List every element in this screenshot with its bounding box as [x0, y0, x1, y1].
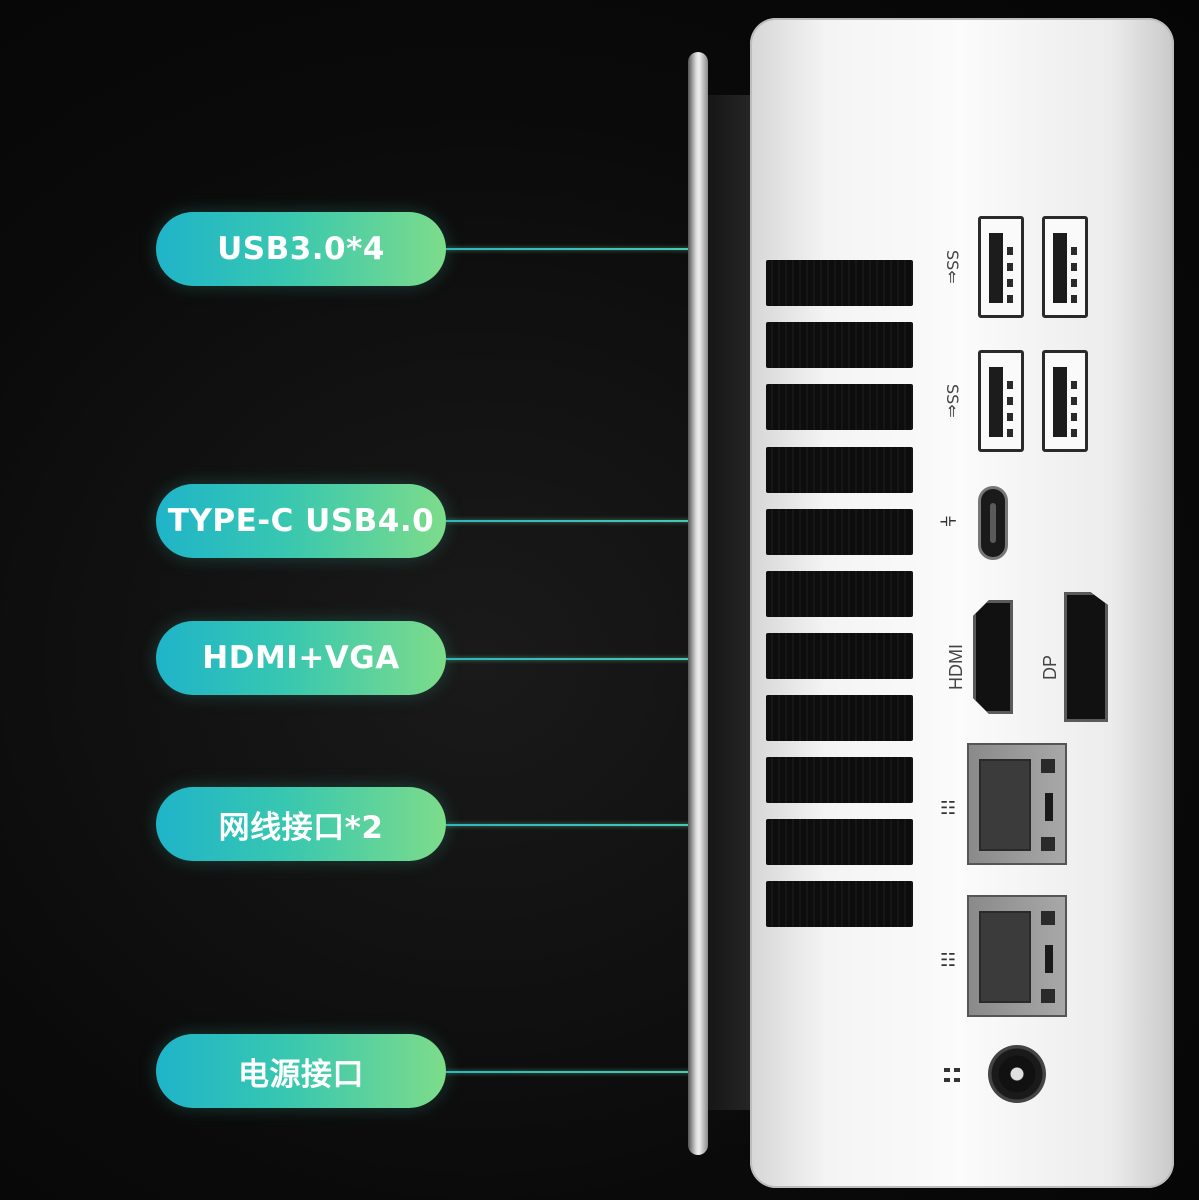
dc-power-port	[988, 1045, 1046, 1103]
usb-port	[978, 216, 1024, 318]
chassis-rim	[688, 52, 708, 1155]
usb-port	[978, 350, 1024, 452]
ethernet-port	[967, 895, 1067, 1017]
ethernet-port	[967, 743, 1067, 865]
vent-slot	[766, 695, 913, 741]
vent-slot	[766, 509, 913, 555]
hdmi-marking: HDMI	[946, 644, 966, 690]
vent-slot	[766, 322, 913, 368]
usb-ss-icon: SS⇐	[943, 384, 962, 418]
usb-ss-marking: SS	[943, 250, 962, 271]
vent-slot	[766, 819, 913, 865]
hdmi-port	[973, 600, 1013, 714]
usb-icon: ⟛	[940, 510, 957, 531]
vent-slot	[766, 571, 913, 617]
network-icon: ☷	[940, 798, 957, 819]
dp-marking: DP	[1040, 654, 1060, 680]
chassis-edge	[708, 95, 753, 1110]
usb-ss-marking: SS	[943, 384, 962, 405]
vent-slot	[766, 757, 913, 803]
label-typec: TYPE-C USB4.0	[156, 484, 446, 558]
label-power: 电源接口	[156, 1034, 446, 1108]
usb-port	[1042, 350, 1088, 452]
label-lan: 网线接口*2	[156, 787, 446, 861]
usb-port	[1042, 216, 1088, 318]
vent-slot	[766, 447, 913, 493]
dc-power-icon	[944, 1066, 962, 1084]
vent-slot	[766, 633, 913, 679]
label-usb30: USB3.0*4	[156, 212, 446, 286]
network-icon: ☷	[940, 950, 957, 971]
label-hdmi-vga: HDMI+VGA	[156, 621, 446, 695]
vent-slot	[766, 260, 913, 306]
displayport-port	[1064, 592, 1108, 722]
usb-ss-icon: SS⇐	[943, 250, 962, 284]
vent-slot	[766, 384, 913, 430]
type-c-port	[978, 486, 1008, 560]
vent-slot	[766, 881, 913, 927]
